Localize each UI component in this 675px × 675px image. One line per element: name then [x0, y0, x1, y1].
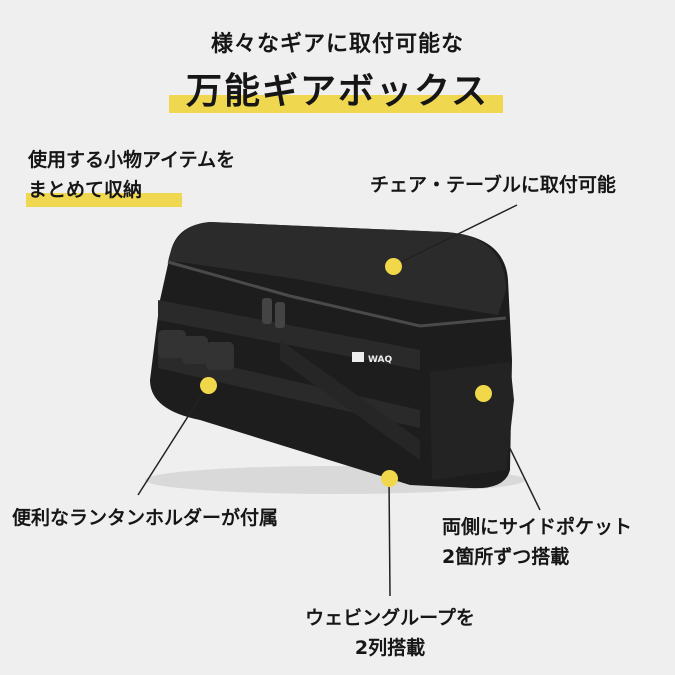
callout-storage-line1: 使用する小物アイテムを — [28, 149, 236, 171]
callout-mount: チェア・テーブルに取付可能 — [370, 174, 616, 196]
storage-highlight — [26, 193, 182, 207]
subtitle: 様々なギアに取付可能な — [210, 32, 464, 57]
webbing-dot-icon — [381, 470, 398, 487]
title-highlight — [169, 95, 503, 113]
callout-lantern: 便利なランタンホルダーが付属 — [12, 507, 279, 529]
callout-webbing-line2: 2列搭載 — [354, 637, 426, 659]
callout-side-pocket: 両側にサイドポケット 2箇所ずつ搭載 — [442, 512, 632, 572]
callout-storage: 使用する小物アイテムを まとめて収納 — [28, 145, 235, 205]
callout-webbing-line1: ウェビングループを — [305, 607, 475, 629]
callout-side-pocket-line2: 2箇所ずつ搭載 — [442, 546, 570, 568]
callout-side-pocket-line1: 両側にサイドポケット — [442, 516, 633, 538]
page-title: 万能ギアボックス — [186, 71, 489, 112]
mount-dot-icon — [385, 258, 402, 275]
svg-text:WAQ: WAQ — [368, 355, 392, 365]
callout-storage-line2: まとめて収納 — [28, 179, 143, 201]
callout-webbing: ウェビングループを 2列搭載 — [290, 603, 490, 663]
side-pocket-dot-icon — [475, 385, 492, 402]
lantern-dot-icon — [200, 377, 217, 394]
